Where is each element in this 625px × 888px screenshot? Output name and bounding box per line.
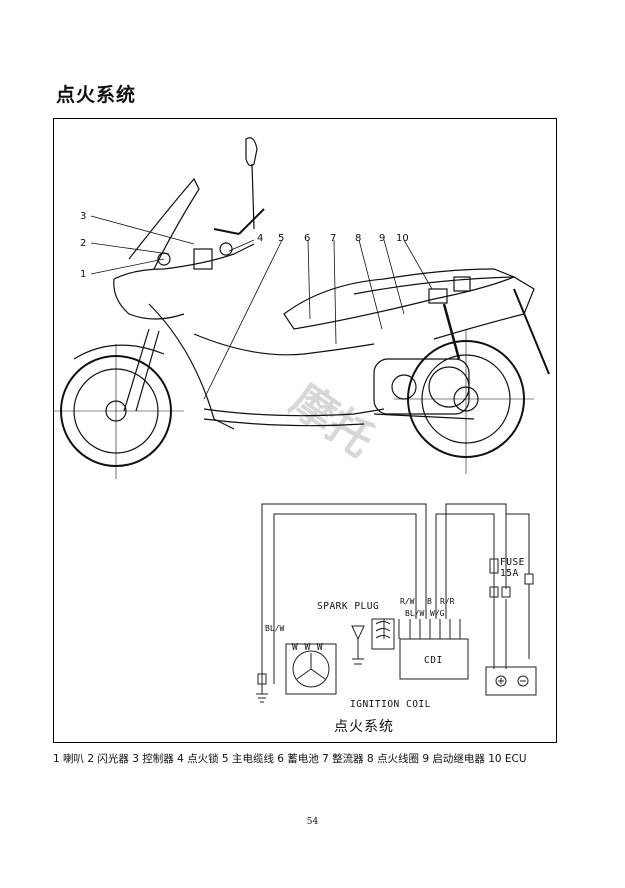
page-title: 点火系统 bbox=[56, 84, 137, 106]
wiring-schematic bbox=[256, 503, 537, 703]
wire-label-r-w: R/W bbox=[400, 597, 415, 606]
ignition-coil-label: IGNITION COIL bbox=[350, 699, 431, 710]
callout-9: 9 bbox=[379, 233, 385, 244]
callout-8: 8 bbox=[355, 233, 361, 244]
callout-7: 7 bbox=[330, 233, 336, 244]
callout-10: 10 bbox=[396, 233, 409, 244]
figure-drawing: 摩托 bbox=[54, 137, 550, 735]
wire-label-w-g: W/G bbox=[430, 609, 445, 618]
callout-4: 4 bbox=[257, 233, 263, 244]
ignition-system-figure: 摩托 bbox=[53, 118, 557, 743]
cdi-label: CDI bbox=[424, 655, 443, 666]
page-number: 54 bbox=[306, 817, 319, 827]
fuse-label-line1: FUSE bbox=[500, 557, 525, 568]
callout-5: 5 bbox=[278, 233, 284, 244]
callout-leaders bbox=[90, 215, 433, 400]
callout-3: 3 bbox=[80, 211, 86, 222]
callout-6: 6 bbox=[304, 233, 310, 244]
motorcycle-illustration bbox=[54, 137, 550, 479]
component-legend: 1 喇叭 2 闪光器 3 控制器 4 点火锁 5 主电缆线 6 蓄电池 7 整流… bbox=[53, 753, 527, 765]
callout-1: 1 bbox=[80, 269, 86, 280]
schematic-caption: 点火系统 bbox=[334, 719, 394, 735]
wire-label-b: B bbox=[427, 597, 432, 606]
fuse-label-line2: 15A bbox=[500, 568, 519, 579]
magneto-label: W W W bbox=[292, 642, 323, 653]
spark-plug-label: SPARK PLUG bbox=[317, 601, 379, 612]
watermark-text: 摩托 bbox=[281, 375, 382, 467]
wire-label-bl-w-mid: BL/W bbox=[405, 609, 424, 618]
wire-label-bl-w-left: BL/W bbox=[265, 624, 284, 633]
wire-label-r-r: R/R bbox=[440, 597, 455, 606]
callout-2: 2 bbox=[80, 238, 86, 249]
